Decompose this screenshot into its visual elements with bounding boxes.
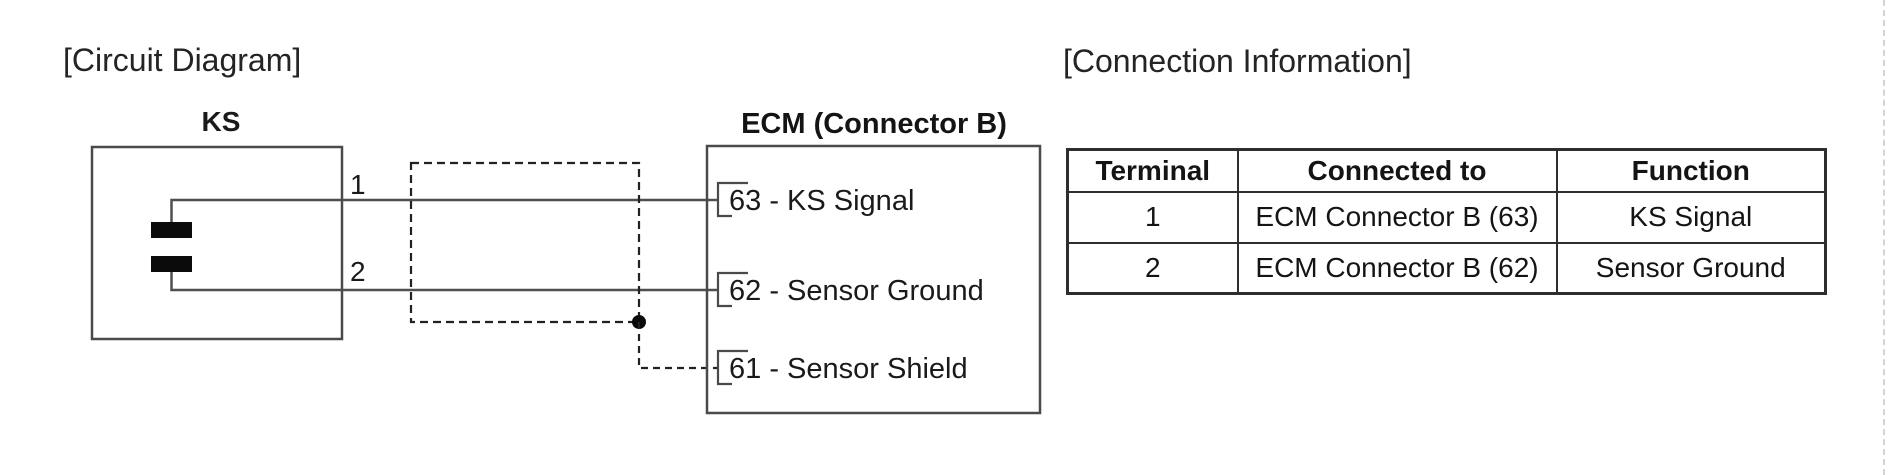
col-header-terminal: Terminal: [1066, 148, 1239, 193]
ecm-box: [705, 144, 1042, 415]
cell-connected-to: ECM Connector B (62): [1236, 241, 1558, 295]
terminal-61-label: 61 - Sensor Shield: [729, 353, 968, 385]
table-row: 2 ECM Connector B (62) Sensor Ground: [1066, 241, 1827, 295]
terminal-62-label: 62 - Sensor Ground: [729, 275, 984, 307]
cell-connected-to: ECM Connector B (63): [1236, 190, 1558, 244]
sensor-element-bottom-plate: [151, 256, 192, 272]
pin-1-label: 1: [350, 169, 366, 200]
connection-info-table: Terminal Connected to Function 1 ECM Con…: [1066, 148, 1827, 295]
terminal-63-label: 63 - KS Signal: [729, 185, 914, 217]
table-header-row: Terminal Connected to Function: [1066, 148, 1827, 193]
wire-1: [170, 198, 718, 222]
terminal-61-bracket: [716, 349, 748, 386]
terminal-63-bracket: [716, 181, 748, 218]
ks-label: KS: [202, 106, 241, 137]
cell-terminal: 2: [1066, 241, 1239, 295]
cell-function: KS Signal: [1555, 190, 1827, 244]
circuit-diagram-title: [Circuit Diagram]: [63, 42, 302, 78]
shield-dashed-box: [409, 161, 641, 324]
wire-2: [170, 272, 718, 292]
shield-wire: [637, 322, 718, 370]
table-row: 1 ECM Connector B (63) KS Signal: [1066, 190, 1827, 244]
connection-information-title: [Connection Information]: [1063, 43, 1412, 79]
cell-terminal: 1: [1066, 190, 1239, 244]
page-edge-line: [1883, 0, 1885, 475]
col-header-function: Function: [1555, 148, 1827, 193]
sensor-element-top-plate: [151, 222, 192, 238]
ecm-title: ECM (Connector B): [741, 108, 1007, 140]
cell-function: Sensor Ground: [1555, 241, 1827, 295]
circuit-diagram: KS 1 2 ECM (Connector B) 63 - KS Signal …: [90, 106, 1042, 415]
col-header-connected-to: Connected to: [1236, 148, 1558, 193]
pin-2-label: 2: [350, 256, 366, 287]
ks-box: [90, 145, 344, 341]
terminal-62-bracket: [716, 271, 748, 308]
